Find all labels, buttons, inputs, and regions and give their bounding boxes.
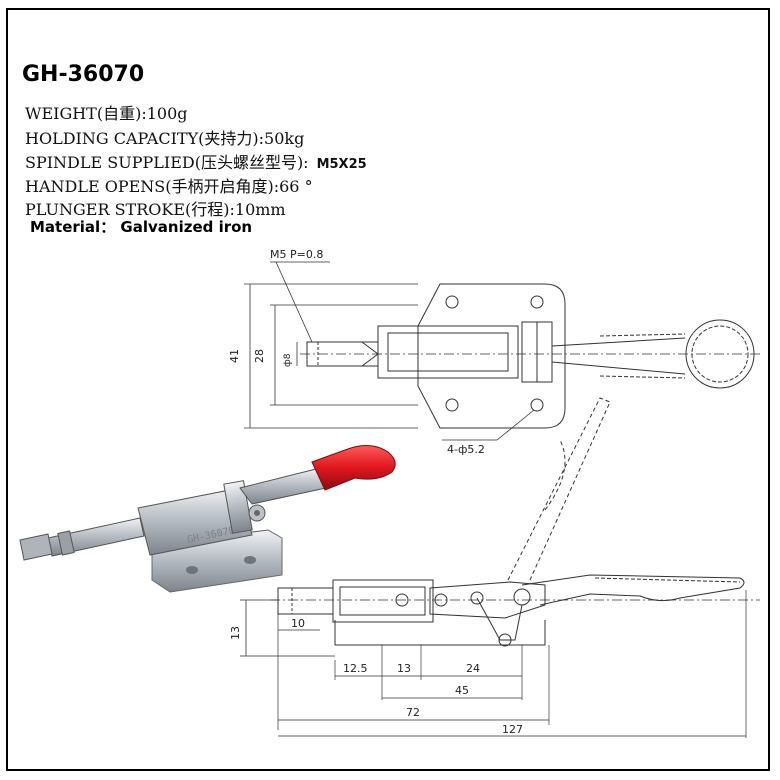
side-plunger (277, 587, 334, 615)
height-inner-label: 28 (253, 349, 266, 363)
spec-spindle-value: M5X25 (316, 157, 367, 172)
side-height-label: 13 (229, 626, 242, 640)
spec-handle-opens: HANDLE OPENS(手柄开启角度):66 ° (25, 177, 313, 196)
height-outer-label: 41 (228, 349, 241, 363)
material-line: Material： Galvanized iron (30, 218, 253, 236)
spec-spindle: SPINDLE SUPPLIED(压头螺丝型号): M5X25 (25, 149, 367, 173)
dim-13: 13 (397, 662, 411, 675)
thread-label: M5 P=0.8 (270, 248, 323, 261)
dim-127: 127 (502, 723, 523, 736)
dim-45: 45 (455, 684, 469, 697)
diameter-label: ф8 (283, 353, 293, 367)
spec-spindle-label: SPINDLE SUPPLIED(压头螺丝型号): (25, 153, 309, 172)
product-photo: GH-36070 (19, 445, 396, 593)
mount-hole (445, 295, 459, 309)
document-frame (6, 8, 770, 771)
dim-10: 10 (291, 617, 305, 630)
top-body (377, 325, 519, 379)
dim-72: 72 (406, 706, 420, 719)
mount-hole (530, 295, 544, 309)
spec-holding-capacity: HOLDING CAPACITY(夹持力):50kg (25, 129, 305, 148)
top-view-drawing (244, 261, 760, 441)
dim-24: 24 (466, 662, 480, 675)
red-grip (311, 445, 396, 491)
side-pivot (513, 588, 531, 606)
top-base-plate (417, 283, 566, 429)
mount-hole (530, 398, 544, 412)
spec-plunger-stroke: PLUNGER STROKE(行程):10mm (25, 200, 286, 219)
holes-label: 4-ф5.2 (447, 443, 485, 456)
product-title: GH-36070 (22, 62, 145, 87)
side-view-drawing (240, 397, 760, 738)
side-body (332, 579, 434, 623)
mount-hole (445, 398, 459, 412)
dim-12-5: 12.5 (343, 662, 368, 675)
spec-weight: WEIGHT(自重):100g (25, 104, 188, 123)
